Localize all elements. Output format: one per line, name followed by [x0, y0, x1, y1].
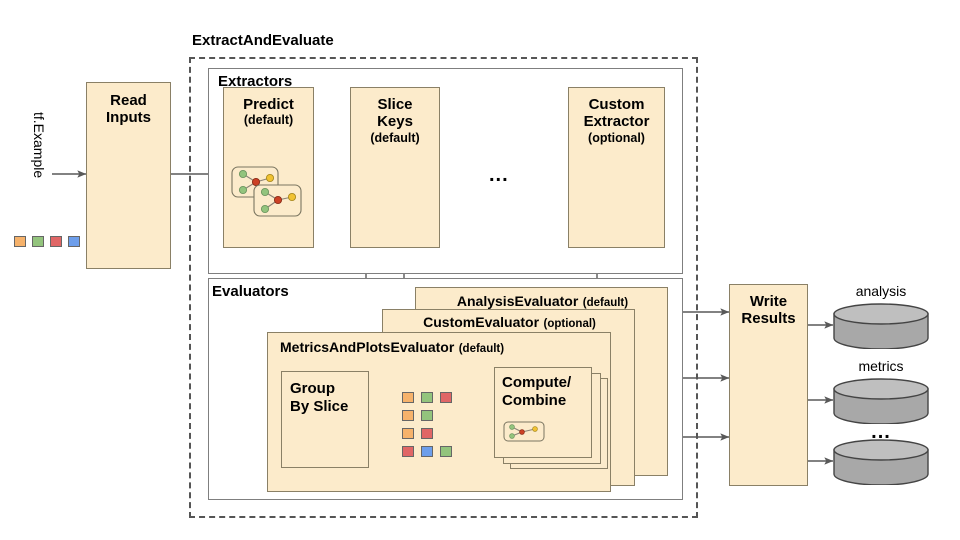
analysis-evaluator-qualifier: (default)	[582, 297, 629, 309]
slice-keys-label-line2: Keys	[377, 113, 413, 131]
slice-swatch	[402, 446, 414, 457]
output-label-ellipsis: ...	[871, 421, 891, 443]
extract-and-evaluate-group	[189, 57, 698, 518]
read-inputs-node[interactable]: Read Inputs	[86, 82, 171, 269]
output-label-analysis: analysis	[855, 283, 907, 299]
slice-swatch	[402, 428, 414, 439]
output-cylinder-analysis	[833, 303, 929, 349]
read-inputs-label-line1: Read	[110, 92, 147, 109]
write-results-node[interactable]: Write Results	[729, 284, 808, 486]
extractors-label: Extractors	[218, 73, 293, 90]
metric-graph-icon	[503, 421, 545, 442]
slice-swatch	[402, 392, 414, 403]
slice-keys-qualifier: (default)	[370, 130, 420, 145]
group-by-slice-node[interactable]: Group By Slice	[281, 371, 369, 468]
slice-keys-label-line1: Slice	[377, 96, 413, 113]
output-label-metrics: metrics	[858, 358, 904, 374]
extractors-ellipsis: ...	[489, 164, 509, 186]
slice-swatch	[421, 392, 433, 403]
group-by-slice-line2: By Slice	[290, 397, 349, 415]
custom-extractor-label-line1: Custom	[588, 96, 645, 113]
custom-evaluator-name: CustomEvaluator	[423, 314, 540, 330]
slice-swatch-grid	[402, 392, 462, 464]
extractor-node-predict[interactable]: Predict (default)	[223, 87, 314, 248]
analysis-evaluator-name: AnalysisEvaluator	[456, 293, 579, 309]
custom-extractor-qualifier: (optional)	[588, 130, 645, 145]
slice-swatch	[421, 428, 433, 439]
compute-combine-line1: Compute/	[502, 374, 572, 391]
model-graph-icon	[231, 166, 302, 217]
input-label: tf.Example	[31, 112, 47, 179]
input-swatch-red	[50, 236, 62, 247]
output-cylinder-other	[833, 439, 929, 485]
slice-swatch	[440, 446, 452, 457]
read-inputs-label-line2: Inputs	[106, 109, 151, 127]
write-results-line1: Write	[749, 293, 788, 310]
output-cylinder-metrics	[833, 378, 929, 424]
metrics-evaluator-name: MetricsAndPlotsEvaluator	[280, 339, 455, 355]
compute-combine-node[interactable]: Compute/ Combine	[494, 367, 592, 458]
metrics-evaluator-qualifier: (default)	[458, 343, 505, 355]
compute-combine-line2: Combine	[502, 391, 567, 409]
slice-swatch	[402, 410, 414, 421]
input-swatch-orange	[14, 236, 26, 247]
predict-qualifier: (default)	[243, 113, 294, 128]
evaluators-label: Evaluators	[212, 283, 289, 300]
input-swatch-green	[32, 236, 44, 247]
custom-extractor-label-line2: Extractor	[583, 113, 650, 131]
input-swatches	[14, 236, 84, 250]
slice-swatch	[421, 410, 433, 421]
slice-swatch	[440, 392, 452, 403]
slice-swatch	[421, 446, 433, 457]
extract-and-evaluate-title: ExtractAndEvaluate	[192, 32, 334, 49]
input-swatch-blue	[68, 236, 80, 247]
group-by-slice-line1: Group	[290, 380, 335, 397]
predict-label: Predict	[243, 96, 294, 113]
extractor-node-slice-keys[interactable]: Slice Keys (default)	[350, 87, 440, 248]
extractor-node-custom-extractor[interactable]: Custom Extractor (optional)	[568, 87, 665, 248]
write-results-line2: Results	[741, 310, 796, 328]
custom-evaluator-qualifier: (optional)	[543, 318, 596, 330]
